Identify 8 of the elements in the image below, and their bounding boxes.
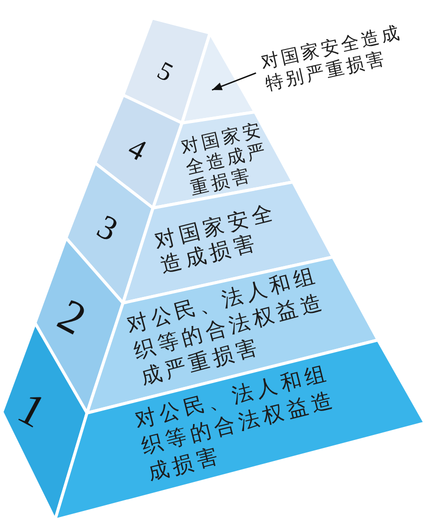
- tier-description: 对国家安全造成严重损害: [178, 118, 272, 200]
- level-number: 1: [11, 384, 53, 436]
- callout-text: 对国家安全造成特别严重损害: [259, 22, 410, 96]
- level-number: 3: [92, 210, 122, 248]
- level-number: 5: [153, 57, 177, 87]
- level-number: 2: [51, 291, 93, 343]
- level-number: 4: [123, 133, 151, 167]
- arrow: [212, 72, 256, 91]
